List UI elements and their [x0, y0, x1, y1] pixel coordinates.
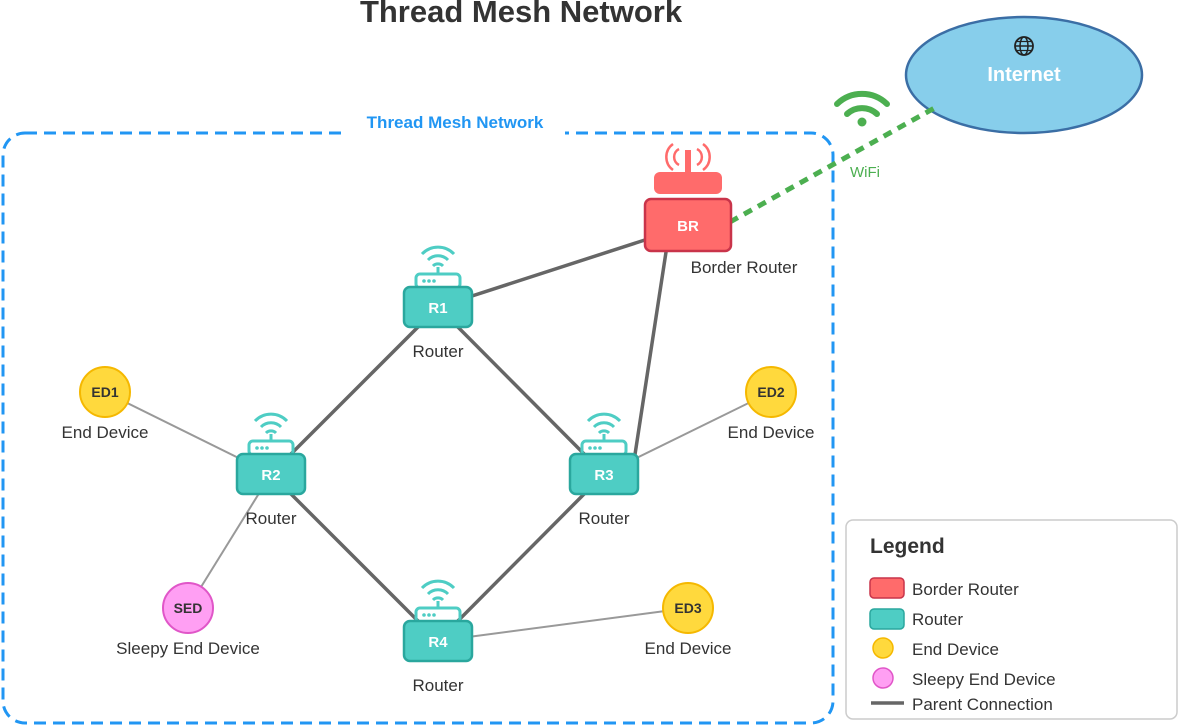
legend-label: Parent Connection: [912, 695, 1053, 714]
router-wifi-icon: [414, 579, 462, 624]
legend-label: End Device: [912, 640, 999, 659]
router-id: R3: [594, 467, 613, 484]
link-r2-r4: [269, 472, 440, 643]
wifi-link: [728, 103, 940, 225]
end-device-ed2[interactable]: ED2: [745, 366, 797, 418]
link-r1-r3: [436, 305, 606, 476]
border-router-caption: Border Router: [691, 258, 798, 277]
end-device-ed3[interactable]: ED3: [662, 582, 714, 634]
diagram-title: Thread Mesh Network: [360, 0, 683, 29]
mesh-label: Thread Mesh Network: [367, 113, 544, 132]
router-r3[interactable]: R3: [568, 412, 640, 496]
internet-label: Internet: [987, 64, 1061, 86]
router-r2-caption: Router: [245, 509, 296, 528]
end-device-ed3-caption: End Device: [645, 639, 732, 658]
border-router-id: BR: [677, 218, 699, 235]
link-br-r3: [630, 225, 672, 475]
legend-title: Legend: [870, 535, 945, 558]
legend-label: Router: [912, 610, 963, 629]
link-sed-r2: [187, 473, 272, 609]
router-r4-caption: Router: [412, 676, 463, 695]
mesh-boundary: [1, 131, 835, 725]
legend-label: Sleepy End Device: [912, 670, 1056, 689]
legend-swatch-end-device: [872, 637, 894, 659]
end-device-id: ED1: [91, 384, 118, 400]
sleepy-end-device-sed[interactable]: SED: [162, 582, 214, 634]
router-r1-caption: Router: [412, 342, 463, 361]
router-id: R4: [428, 634, 448, 651]
router-r4[interactable]: R4: [402, 579, 474, 663]
link-r3-r4: [436, 472, 606, 643]
legend-swatch-router: [869, 608, 905, 630]
internet-node[interactable]: [904, 15, 1144, 135]
mesh-label-bg: [345, 110, 565, 136]
router-r1[interactable]: R1: [402, 245, 474, 329]
router-wifi-icon: [414, 245, 462, 290]
router-wifi-icon: [247, 412, 295, 457]
legend-label: Border Router: [912, 580, 1019, 599]
router-wifi-icon: [580, 412, 628, 457]
link-ed3-r4: [437, 607, 689, 642]
end-device-ed2-caption: End Device: [728, 423, 815, 442]
legend-swatch-sleepy-end-device: [872, 667, 894, 689]
end-device-id: ED2: [757, 384, 784, 400]
border-router-antenna-icon: [654, 142, 722, 194]
mesh-links: [269, 224, 689, 643]
router-id: R2: [261, 467, 280, 484]
end-device-ed1-caption: End Device: [62, 423, 149, 442]
legend: Legend Border Router Router End Device S…: [845, 519, 1178, 720]
end-device-id: ED3: [674, 600, 701, 616]
router-r2[interactable]: R2: [235, 412, 307, 496]
end-device-ed1[interactable]: ED1: [79, 366, 131, 418]
border-router-node[interactable]: BR: [643, 142, 733, 253]
wifi-icon: [834, 90, 890, 127]
sleepy-end-device-id: SED: [174, 600, 203, 616]
globe-icon: [1014, 36, 1034, 56]
wifi-label: WiFi: [850, 164, 880, 181]
legend-swatch-border-router: [869, 577, 905, 599]
router-r3-caption: Router: [578, 509, 629, 528]
link-r1-r2: [269, 305, 440, 476]
sleepy-end-device-caption: Sleepy End Device: [116, 639, 260, 658]
router-id: R1: [428, 300, 447, 317]
